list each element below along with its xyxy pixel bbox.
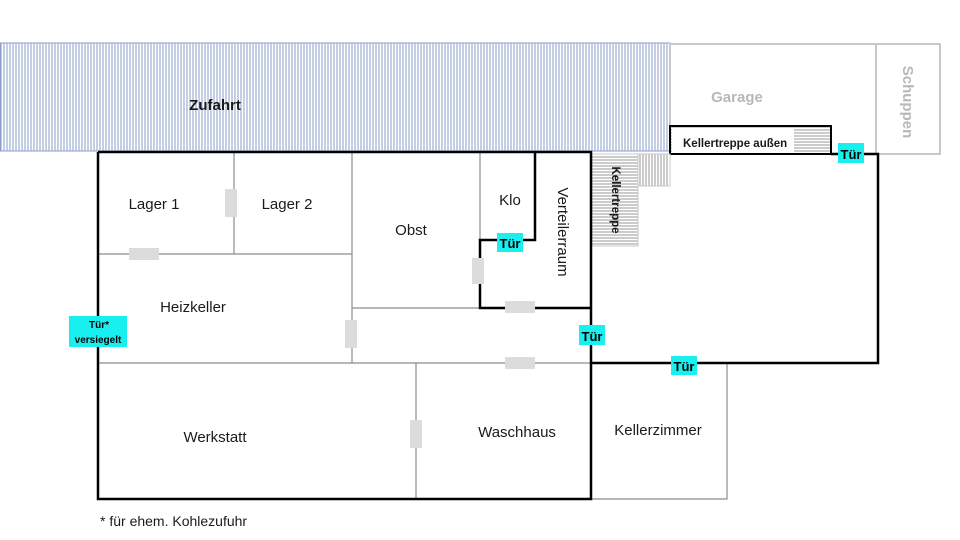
kellerzimmer-label: Kellerzimmer bbox=[614, 422, 702, 439]
door-kellertreppe-aussen: Tür bbox=[838, 143, 864, 163]
footnote: * für ehem. Kohlezufuhr bbox=[100, 513, 247, 529]
garage-label: Garage bbox=[711, 89, 763, 106]
svg-text:Tür*: Tür* bbox=[89, 320, 109, 331]
door-sealed: Tür* versiegelt bbox=[69, 316, 127, 347]
klo-label: Klo bbox=[499, 192, 521, 209]
main-walls bbox=[96, 150, 880, 501]
zufahrt-area bbox=[0, 42, 671, 152]
schuppen-outline bbox=[875, 43, 941, 155]
heizkeller-label: Heizkeller bbox=[160, 299, 226, 316]
kellertreppe-label: Kellertreppe bbox=[609, 166, 621, 233]
werkstatt-label: Werkstatt bbox=[183, 429, 247, 446]
lager2-label: Lager 2 bbox=[262, 196, 313, 213]
svg-text:versiegelt: versiegelt bbox=[75, 335, 122, 346]
waschhaus-label: Waschhaus bbox=[478, 424, 556, 441]
svg-text:Tür: Tür bbox=[674, 359, 695, 374]
svg-text:Tür: Tür bbox=[841, 147, 862, 162]
obst-label: Obst bbox=[395, 222, 428, 239]
verteilerraum-label: Verteilerraum bbox=[554, 187, 571, 276]
door-verteilerraum: Tür bbox=[579, 325, 605, 345]
kellertreppe-aussen-label: Kellertreppe außen bbox=[683, 138, 787, 150]
zufahrt-label: Zufahrt bbox=[189, 97, 241, 114]
lager1-label: Lager 1 bbox=[129, 196, 180, 213]
svg-text:Tür: Tür bbox=[582, 329, 603, 344]
schuppen-label: Schuppen bbox=[899, 66, 916, 139]
svg-text:Tür: Tür bbox=[500, 236, 521, 251]
door-kellerzimmer: Tür bbox=[671, 356, 697, 375]
door-openings bbox=[129, 189, 535, 448]
door-klo: Tür bbox=[497, 233, 523, 252]
